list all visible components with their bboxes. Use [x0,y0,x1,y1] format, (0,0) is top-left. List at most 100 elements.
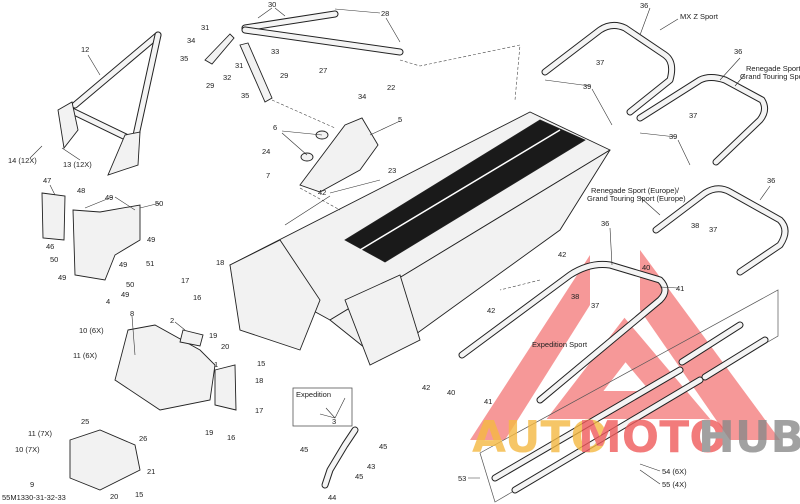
callout: 29 [206,81,214,90]
callout: 49 [147,235,155,244]
svg-text:AUTO: AUTO [472,412,608,463]
callout: 18 [255,376,263,385]
variant-expedition-sport: Expedition Sport [532,340,588,349]
callout: 35 [241,91,249,100]
callout: 23 [388,166,396,175]
variant-grand-touring-europe: Grand Touring Sport (Europe) [587,194,686,203]
callout: 36 [734,47,742,56]
suspension-bracket [299,117,379,193]
callout: 29 [280,71,288,80]
callout: 49 [58,273,66,282]
callout: 13 (12X) [63,160,92,169]
callout: 37 [709,225,717,234]
callout: 17 [255,406,263,415]
callout: 4 [106,297,110,306]
steering-column-tubes [204,10,404,103]
callout: 24 [262,147,270,156]
callout: 20 [221,342,229,351]
callout: 30 [268,0,276,9]
callout: 27 [319,66,327,75]
callout: 6 [273,123,277,132]
callout: 19 [209,331,217,340]
variant-mxz-sport: MX Z Sport [680,12,719,21]
callout: 40 [642,263,650,272]
callout: 16 [227,433,235,442]
variant-renegade-europe: Renegade Sport (Europe)/ [591,186,680,195]
callout: 34 [358,92,366,101]
callout: 44 [328,493,336,502]
callout: 2 [170,316,174,325]
callout: 17 [181,276,189,285]
callout: 36 [767,176,775,185]
front-bellypan [69,324,237,491]
callout: 42 [558,250,566,259]
callout: 5 [398,115,402,124]
callout: 41 [676,284,684,293]
callout: 38 [571,292,579,301]
callout: 53 [458,474,466,483]
callout: 34 [187,36,195,45]
callout: 37 [689,111,697,120]
callout: 46 [46,242,54,251]
callout: 10 (7X) [15,445,40,454]
callout: 49 [105,193,113,202]
expedition-inset-box [292,387,353,427]
watermark-text: AUTO MOTO HUB [472,412,800,463]
callout: 45 [300,445,308,454]
callout: 25 [81,417,89,426]
svg-text:MOTO: MOTO [578,412,727,463]
callout: 42 [487,306,495,315]
callout: 50 [126,280,134,289]
callout: 55 (4X) [662,480,687,489]
diagram-id: 55M1330-31-32-33 [2,493,66,502]
steering-support-a-frame [57,31,162,176]
variant-grand-touring-sport: Grand Touring Sport [740,72,800,81]
rear-grab-handles [458,21,789,404]
callout: 48 [77,186,85,195]
callout: 32 [223,73,231,82]
callout: 7 [266,171,270,180]
callout: 22 [387,83,395,92]
callout: 37 [596,58,604,67]
callout: 35 [180,54,188,63]
callout: 1 [214,360,218,369]
callout: 36 [601,219,609,228]
callout: 47 [43,176,51,185]
callout: 49 [119,260,127,269]
callout: 43 [367,462,375,471]
callout: 38 [691,221,699,230]
callout: 40 [447,388,455,397]
callout: 49 [121,290,129,299]
callout: 39 [583,82,591,91]
callout: 15 [135,490,143,499]
callout: 42 [318,188,326,197]
callout: 28 [381,9,389,18]
callout: 18 [216,258,224,267]
callout: 21 [147,467,155,476]
callout: 12 [81,45,89,54]
callout: 9 [30,480,34,489]
callout: 41 [484,397,492,406]
callout: 26 [139,434,147,443]
callout: 33 [271,47,279,56]
callout: 19 [205,428,213,437]
callout: 50 [50,255,58,264]
callout: 45 [379,442,387,451]
svg-text:HUB: HUB [698,412,800,463]
side-panel [41,192,141,281]
callout: 54 (6X) [662,467,687,476]
callout: 3 [332,417,336,426]
callout: 16 [193,293,201,302]
chassis-tunnel [229,111,611,366]
callout: 31 [235,61,243,70]
callout: 8 [130,309,134,318]
variant-renegade-sport: Renegade Sport/ [746,64,800,73]
callout: 37 [591,301,599,310]
callout: 51 [146,259,154,268]
callout: 14 (12X) [8,156,37,165]
rail-kit [479,289,779,503]
callout: 10 (6X) [79,326,104,335]
